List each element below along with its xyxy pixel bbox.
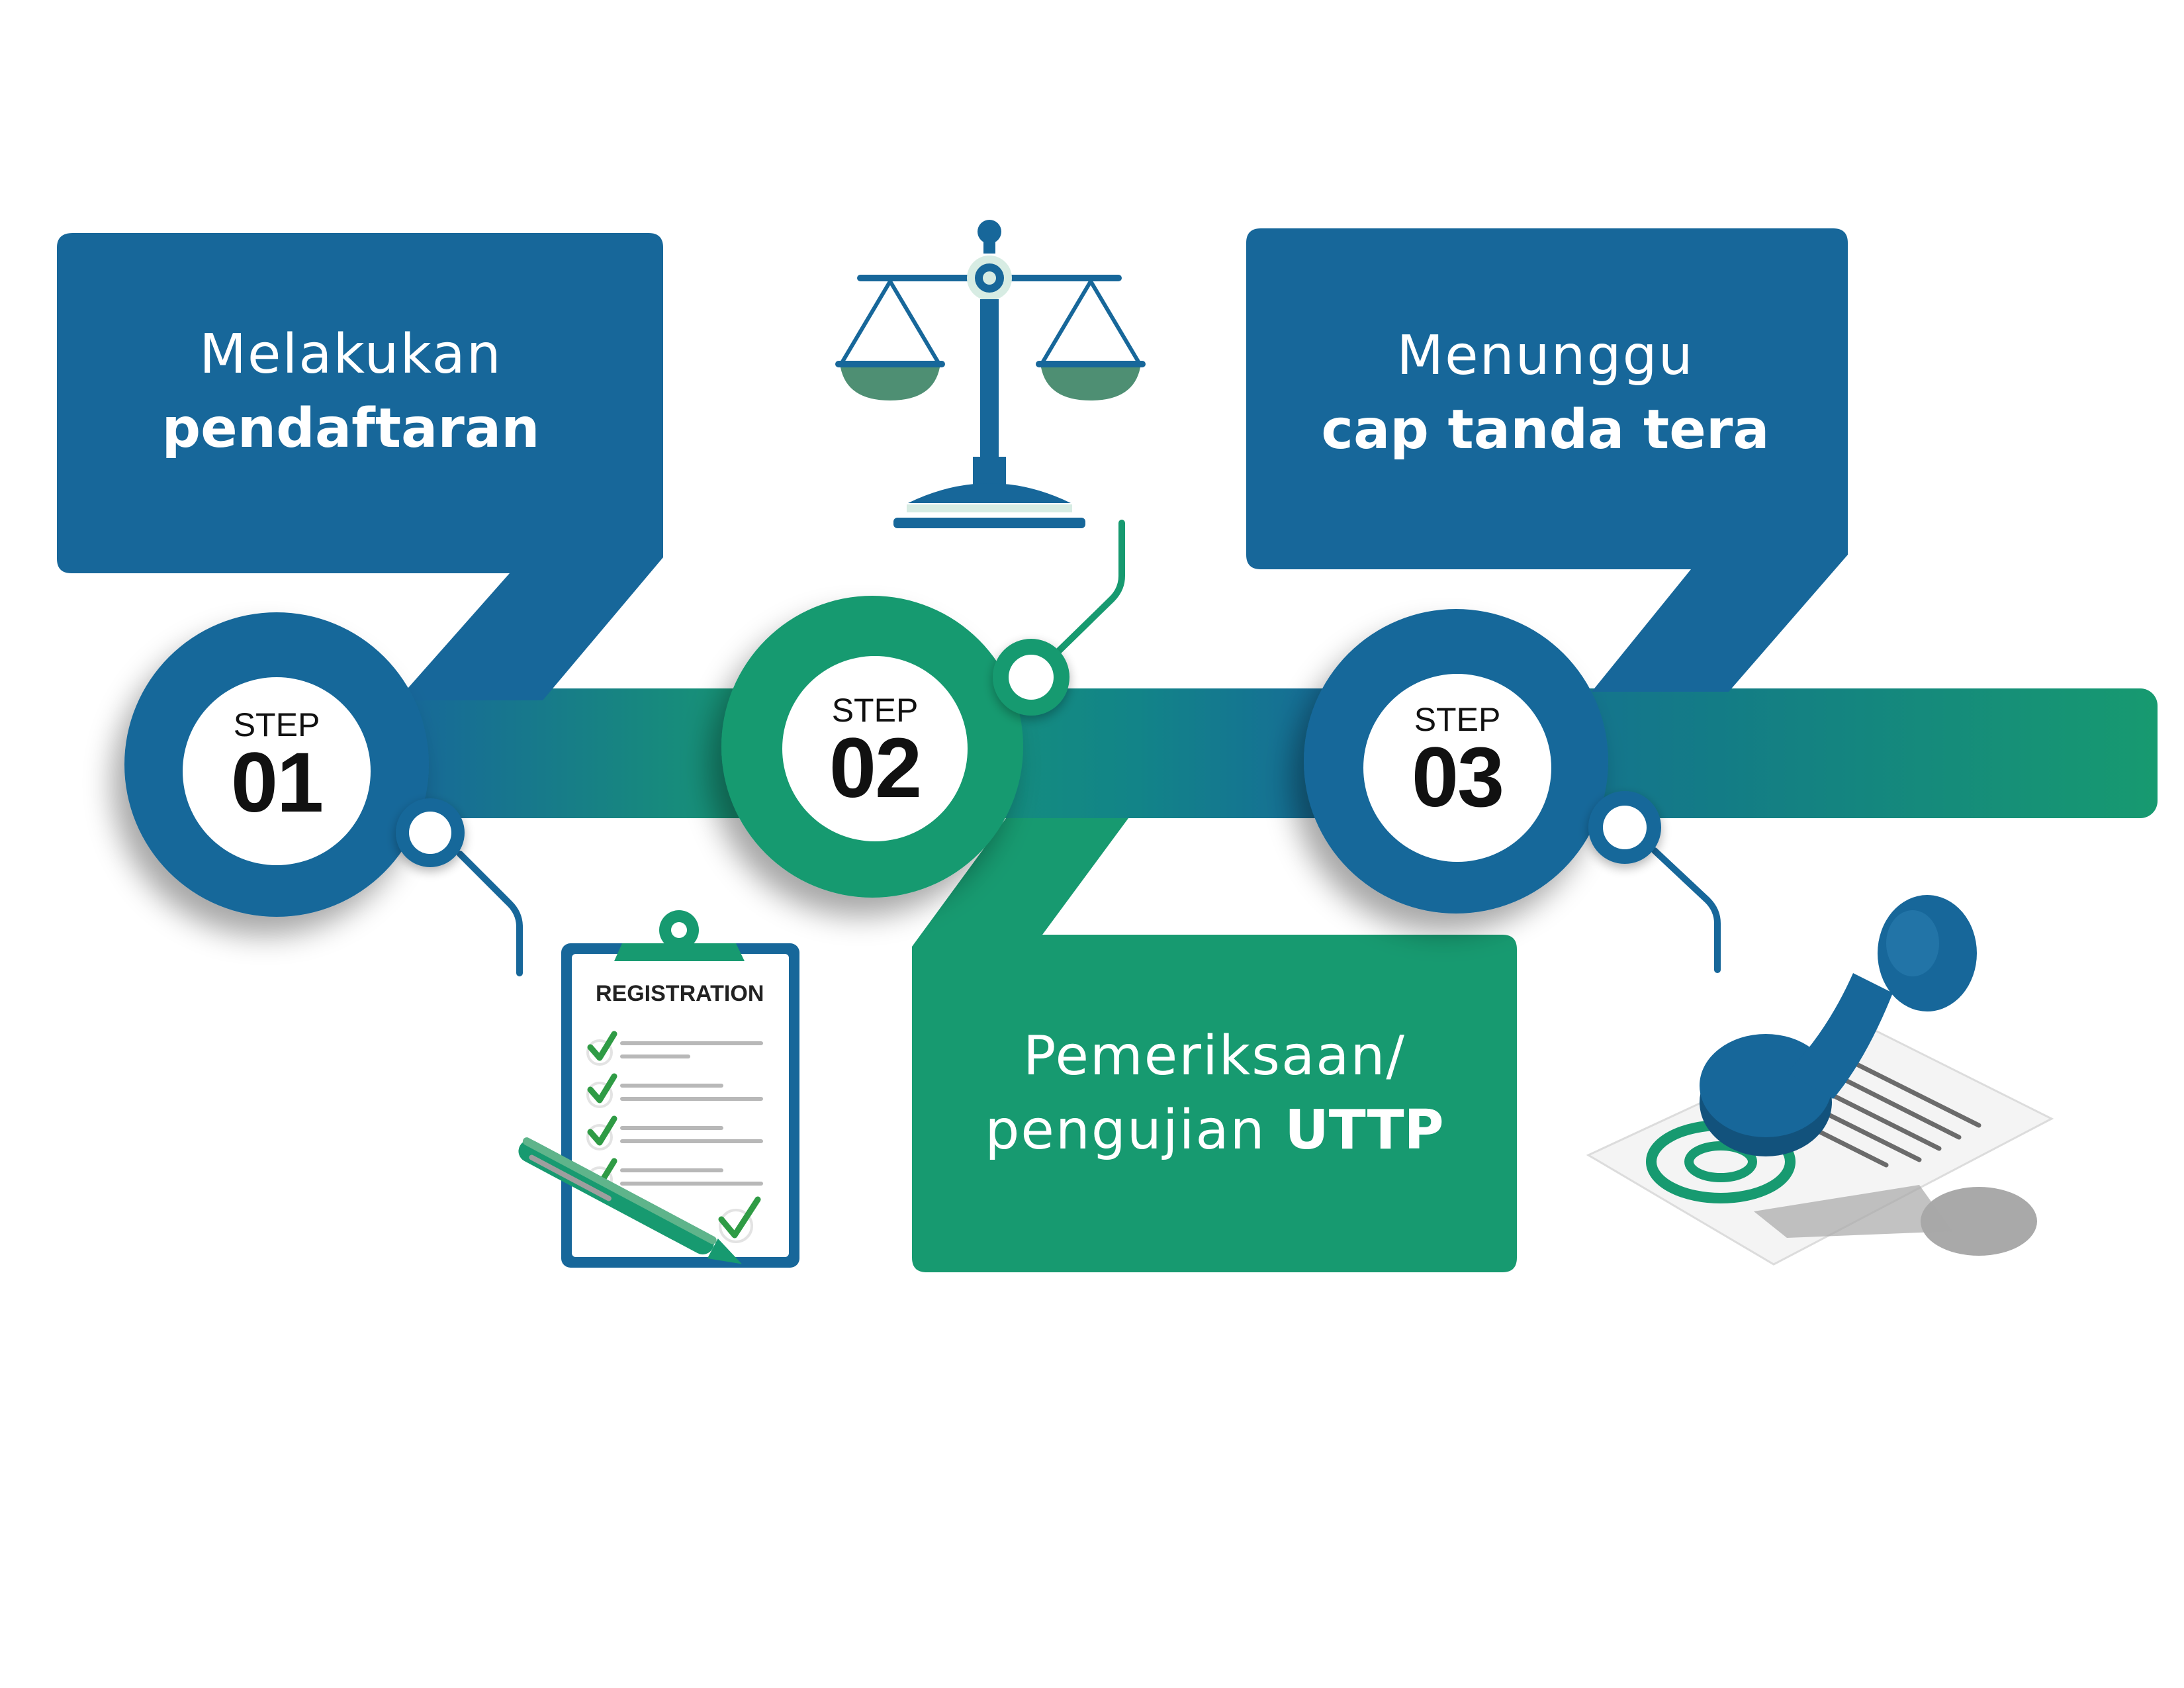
step-03-callout-box bbox=[1246, 228, 1848, 692]
connector-03 bbox=[1588, 791, 1721, 973]
step-01-callout-box bbox=[57, 233, 663, 700]
step-02-line2: pengujian UTTP bbox=[927, 1094, 1502, 1168]
step-02-inner-circle bbox=[782, 656, 968, 841]
step-03-label: STEP bbox=[1414, 701, 1501, 738]
connector-01 bbox=[396, 798, 523, 976]
step-01-description: Melakukan pendaftaran bbox=[79, 318, 622, 466]
step-01-inner-circle bbox=[183, 677, 371, 865]
step-03-description: Menunggu cap tanda tera bbox=[1261, 319, 1830, 467]
step-02-marker: STEP 02 bbox=[782, 692, 968, 816]
step-01-line1: Melakukan bbox=[199, 323, 502, 386]
step-01-number: 01 bbox=[230, 735, 324, 830]
step-02-number: 02 bbox=[829, 721, 922, 816]
clipboard-title: REGISTRATION bbox=[596, 981, 764, 1006]
step-03-line1: Menunggu bbox=[1396, 324, 1694, 387]
step-02-description: Pemeriksaan/ pengujian UTTP bbox=[927, 1019, 1502, 1168]
step-02-label: STEP bbox=[831, 692, 919, 729]
step-02-line2-bold: UTTP bbox=[1285, 1099, 1444, 1162]
connector-02 bbox=[993, 520, 1125, 716]
clipboard-icon bbox=[518, 910, 799, 1268]
step-02-line2-regular: pengujian bbox=[985, 1099, 1266, 1162]
step-03-inner-circle bbox=[1363, 674, 1551, 862]
step-02-line1: Pemeriksaan/ bbox=[1023, 1025, 1406, 1088]
step-02-callout-box bbox=[912, 818, 1517, 1272]
step-03-marker: STEP 03 bbox=[1365, 701, 1550, 825]
step-03-line2: cap tanda tera bbox=[1321, 399, 1770, 461]
balance-scale-icon bbox=[835, 220, 1146, 528]
stamp-icon bbox=[1586, 895, 2054, 1266]
step-01-marker: STEP 01 bbox=[184, 706, 369, 830]
step-01-line2: pendaftaran bbox=[161, 397, 540, 460]
timeline-bar bbox=[397, 688, 2158, 818]
step-01-label: STEP bbox=[233, 706, 320, 743]
step-03-number: 03 bbox=[1411, 730, 1504, 825]
